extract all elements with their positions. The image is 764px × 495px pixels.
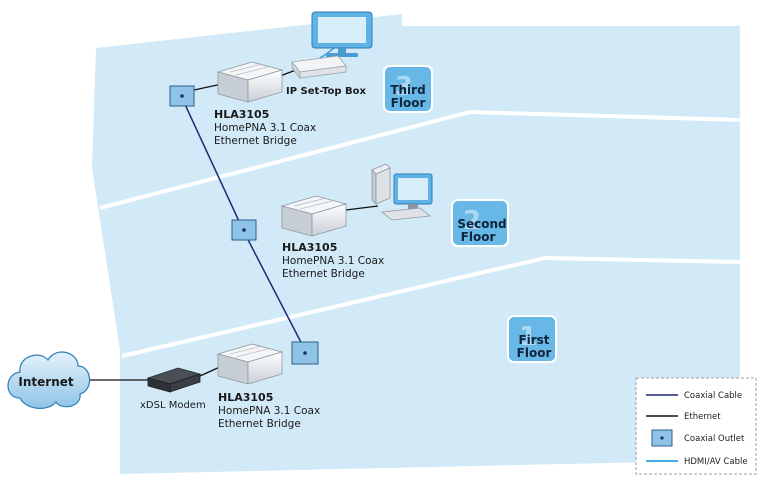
floor-label-second-1: Second [457,217,506,231]
internet-label: Internet [18,375,73,389]
floor-label-second-2: Floor [461,230,496,244]
legend-hdmi-label: HDMI/AV Cable [684,457,748,467]
device-line1-first: HomePNA 3.1 Coax [218,405,320,417]
floor-divider-upper [99,109,741,210]
floor-number-first: 1 [519,322,537,352]
set-top-box-label: IP Set-Top Box [286,86,366,97]
xdsl-modem-icon [146,367,202,393]
legend: Coaxial Cable Ethernet Coaxial Outlet HD… [635,377,757,475]
ethernet-stb [279,69,297,77]
computer-icon [371,163,433,221]
xdsl-modem-label: xDSL Modem [140,400,206,411]
bridge-device-second [280,195,348,237]
floor-badge-third: 3 Third Floor [383,65,433,113]
bridge-device-third [216,61,284,103]
set-top-box-icon [291,55,347,80]
ethernet-second [345,205,379,211]
bridge-device-first [216,343,284,385]
legend-coax-label: Coaxial Cable [684,391,742,401]
device-line1-second: HomePNA 3.1 Coax [282,255,384,267]
floor-label-first-1: First [518,333,549,347]
internet-cloud-icon [7,351,91,409]
coax-outlet-third [169,85,195,107]
device-line1-third: HomePNA 3.1 Coax [214,122,316,134]
floor-label-first-2: Floor [517,346,552,360]
legend-outlet-label: Coaxial Outlet [684,434,745,444]
tv-icon [311,11,373,57]
floor-number-second: 2 [463,206,481,236]
floor-badge-first: 1 First Floor [507,315,557,363]
ethernet-third [193,83,223,91]
coax-outlet-first [291,341,319,365]
coax-outlet-second [231,219,257,241]
device-model-second: HLA3105 [282,241,337,254]
device-model-first: HLA3105 [218,391,273,404]
device-line2-first: Ethernet Bridge [218,418,301,430]
floor-badge-second: 2 Second Floor [451,199,509,247]
device-line2-third: Ethernet Bridge [214,135,297,147]
floor-divider-lower [121,255,741,358]
device-line2-second: Ethernet Bridge [282,268,365,280]
floor-label-third-2: Floor [391,96,426,110]
legend-ethernet-label: Ethernet [684,412,721,422]
floor-number-third: 3 [395,72,413,102]
device-model-third: HLA3105 [214,108,269,121]
floor-label-third-1: Third [390,83,425,97]
